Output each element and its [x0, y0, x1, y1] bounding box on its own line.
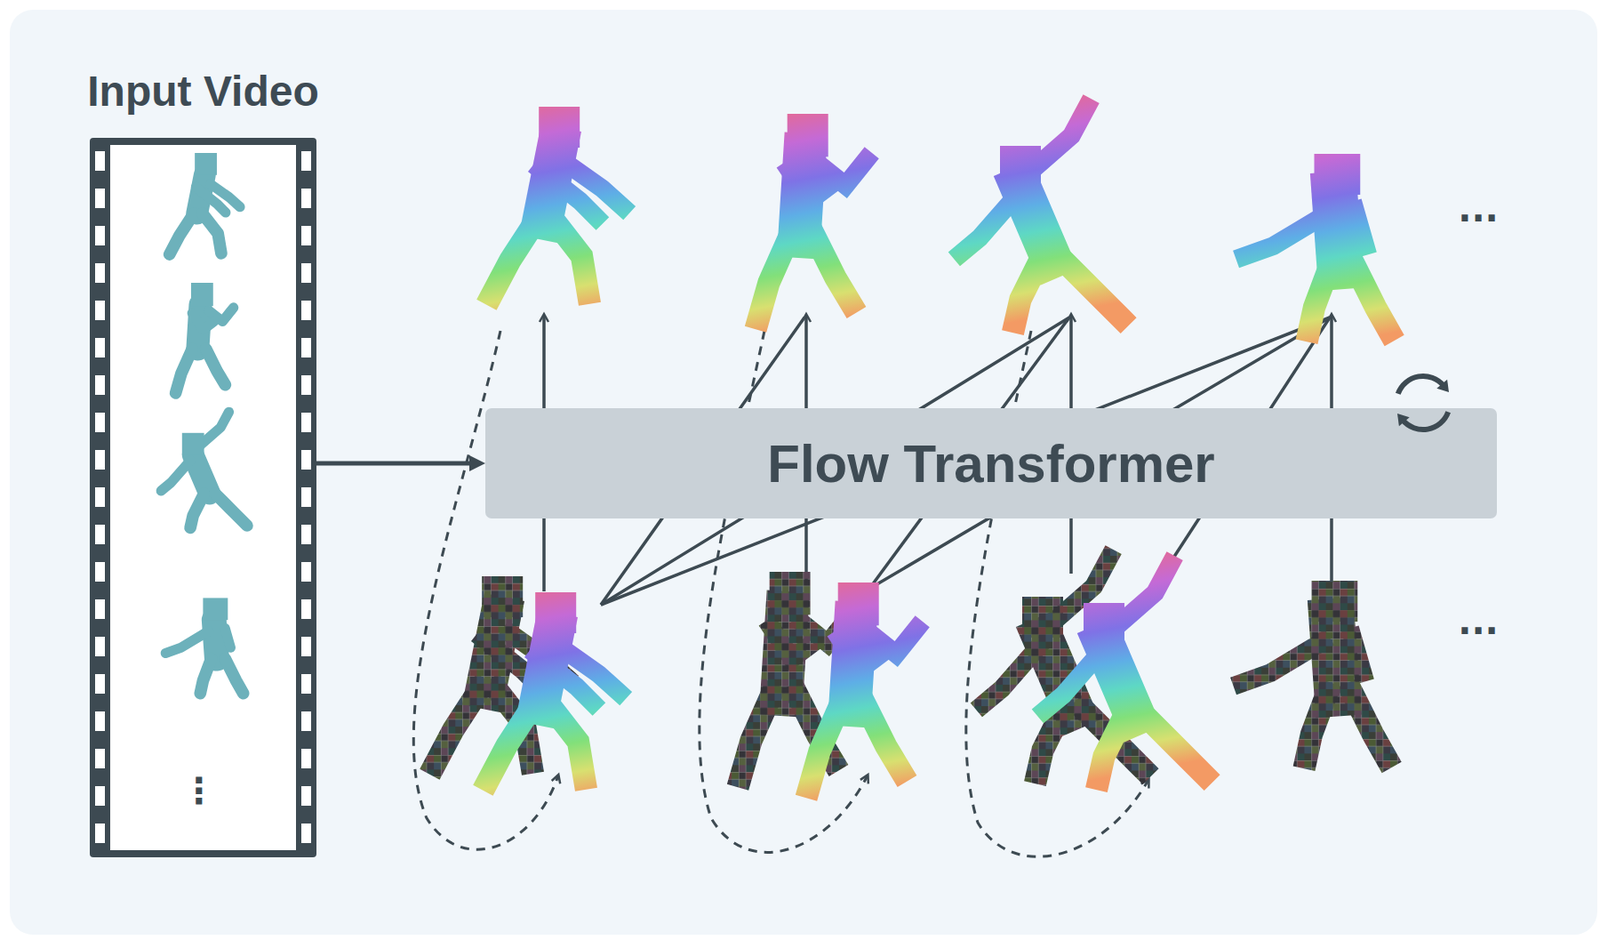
- sprocket-hole: [301, 263, 312, 283]
- film-strip: [89, 137, 317, 857]
- ellipsis-mark: ...: [1447, 188, 1510, 230]
- noisy-voxel-figure: [1241, 580, 1386, 758]
- sprocket-hole: [95, 823, 105, 843]
- output-arrow: [1069, 314, 1073, 408]
- ellipsis-mark: ⋮: [176, 769, 222, 811]
- sprocket-hole: [301, 375, 312, 395]
- sprocket-hole: [95, 711, 105, 731]
- output-arrow: [804, 314, 808, 408]
- sprocket-hole: [301, 673, 312, 694]
- voxel-outputs: [491, 106, 1389, 331]
- voxel-figure: [1044, 563, 1204, 779]
- sprocket-hole: [301, 151, 312, 171]
- sprocket-hole: [95, 263, 105, 283]
- sprocket-hole: [95, 375, 105, 395]
- sprocket-hole: [95, 300, 105, 320]
- sprocket-hole: [301, 225, 312, 246]
- background-panel: [9, 9, 1598, 935]
- loop-arc: [1398, 376, 1444, 394]
- flow-arrow: [316, 455, 486, 472]
- sprocket-hole: [95, 225, 105, 246]
- mannequin-figure: [160, 411, 248, 528]
- output-arrow: [542, 314, 546, 408]
- voxel-figure: [809, 582, 918, 787]
- input-video-strip: Input Video: [89, 137, 317, 857]
- sprocket-hole: [95, 524, 105, 544]
- voxel-figure: [960, 106, 1120, 321]
- mannequin-figure: [176, 282, 234, 393]
- section-heading: Input Video: [36, 64, 370, 119]
- mannequin-figure: [169, 152, 240, 255]
- sprocket-hole: [301, 636, 312, 656]
- voxel-inputs: [434, 557, 1386, 787]
- sprocket-hole: [95, 449, 105, 470]
- sprocket-hole: [95, 412, 105, 432]
- sprocket-hole: [95, 748, 105, 768]
- sprocket-hole: [95, 561, 105, 582]
- film-inner: [110, 144, 296, 850]
- voxel-figure: [1244, 153, 1389, 331]
- voxel-figure: [488, 592, 619, 781]
- sprocket-hole: [301, 711, 312, 731]
- sprocket-hole: [95, 599, 105, 619]
- transformer-band: Flow Transformer: [485, 408, 1497, 519]
- loop-icon: [1385, 365, 1461, 440]
- sprocket-hole: [301, 561, 312, 582]
- sprocket-hole: [301, 412, 312, 432]
- sprocket-hole: [301, 188, 312, 208]
- sprocket-hole: [95, 636, 105, 656]
- sprocket-hole: [301, 337, 312, 358]
- sprocket-hole: [95, 188, 105, 208]
- sprocket-hole: [301, 748, 312, 768]
- sprocket-hole: [301, 599, 312, 619]
- loop-arc: [1402, 411, 1448, 430]
- film-frame: [89, 137, 317, 857]
- sprocket-holes: [95, 151, 312, 843]
- input-line: [1069, 518, 1073, 574]
- mannequin-figure: [165, 597, 243, 693]
- sprocket-hole: [301, 524, 312, 544]
- video-frames: [160, 152, 248, 694]
- sprocket-hole: [301, 487, 312, 507]
- input-line: [1329, 518, 1334, 583]
- output-arrow: [1329, 314, 1334, 408]
- loop-arrowhead: [1436, 379, 1449, 392]
- voxel-figure: [491, 106, 623, 296]
- band-title: Flow Transformer: [767, 432, 1215, 495]
- sprocket-hole: [95, 673, 105, 694]
- loop-arrowhead: [1397, 413, 1410, 426]
- sprocket-hole: [301, 449, 312, 470]
- sprocket-hole: [95, 487, 105, 507]
- input-line: [542, 518, 546, 592]
- sprocket-hole: [301, 785, 312, 806]
- sprocket-hole: [301, 300, 312, 320]
- sprocket-hole: [301, 823, 312, 843]
- ellipsis-mark: ...: [1447, 600, 1510, 642]
- sprocket-hole: [95, 151, 105, 171]
- sprocket-hole: [95, 785, 105, 806]
- sprocket-hole: [95, 337, 105, 358]
- voxel-figure: [759, 113, 867, 319]
